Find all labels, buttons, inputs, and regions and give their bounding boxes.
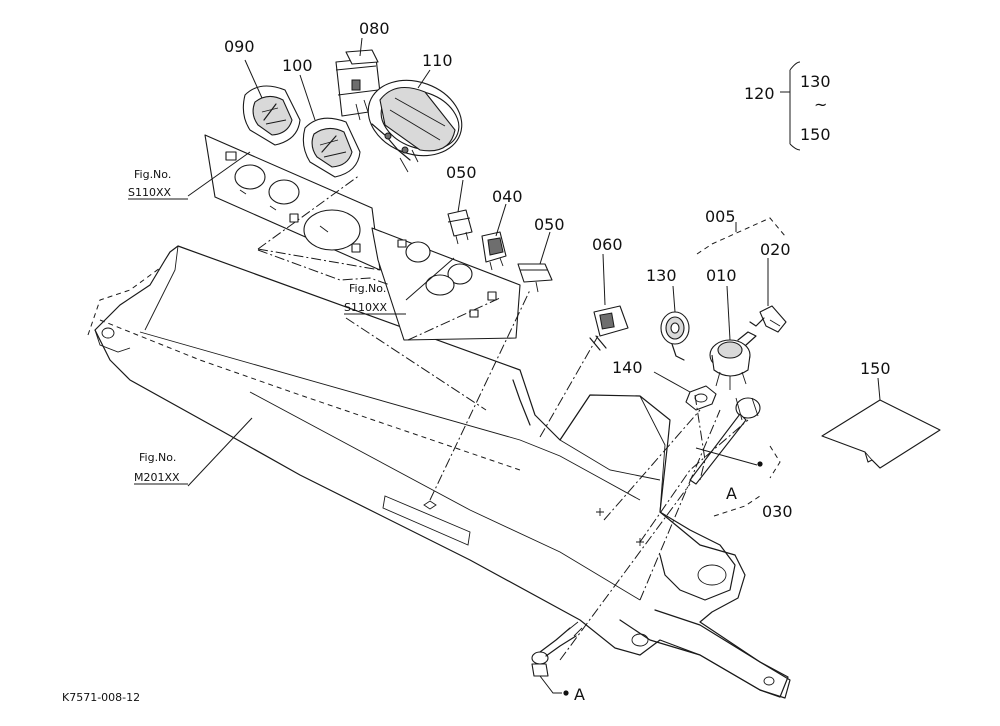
- label-100: 100: [282, 56, 313, 75]
- gauge-100: [302, 117, 361, 178]
- label-005: 005: [705, 207, 736, 226]
- label-130-range: 130: [800, 72, 831, 91]
- fig-ref-3-code: M201XX: [134, 471, 180, 484]
- label-sheet-150: [821, 399, 941, 469]
- lamp-050-right: [517, 263, 553, 293]
- dashboard-panel: [94, 245, 791, 699]
- a-marker-upper: A: [726, 484, 737, 503]
- gauge-090: [242, 85, 301, 146]
- nut-140: [685, 385, 717, 411]
- a-marker-dot-upper: [757, 461, 763, 467]
- key-switch-010: [709, 331, 757, 390]
- a-marker-lower: A: [574, 685, 585, 704]
- label-060: 060: [592, 235, 623, 254]
- fig-ref-2-title: Fig.No.: [349, 282, 386, 295]
- label-090: 090: [224, 37, 255, 56]
- label-050-left: 050: [446, 163, 477, 182]
- switch-panel-sheet: [371, 227, 521, 341]
- label-040: 040: [492, 187, 523, 206]
- range-tilde: ~: [814, 95, 827, 114]
- label-120: 120: [744, 84, 775, 103]
- label-020: 020: [760, 240, 791, 259]
- socket-060: [589, 305, 629, 351]
- meter-panel-sheet: [204, 134, 381, 271]
- fig-ref-3-title: Fig.No.: [139, 451, 176, 464]
- leader-lines: [187, 37, 881, 694]
- drawing-code: K7571-008-12: [62, 691, 140, 704]
- lamp-050-left: [447, 209, 473, 245]
- lamp-040: [481, 231, 507, 271]
- cover-130: [660, 311, 690, 361]
- fig-ref-1-code: S110XX: [128, 186, 172, 199]
- label-080: 080: [359, 19, 390, 38]
- label-150-range: 150: [800, 125, 831, 144]
- label-150-part: 150: [860, 359, 891, 378]
- label-140: 140: [612, 358, 643, 377]
- label-010: 010: [706, 266, 737, 285]
- label-030: 030: [762, 502, 793, 521]
- fig-ref-1-title: Fig.No.: [134, 168, 171, 181]
- meter-110: [367, 79, 463, 173]
- a-marker-dot-lower: [563, 690, 569, 696]
- fig-ref-2-code: S110XX: [344, 301, 388, 314]
- label-050-right: 050: [534, 215, 565, 234]
- cable-030: [531, 397, 761, 677]
- key-020: [749, 305, 787, 333]
- label-130-part: 130: [646, 266, 677, 285]
- label-110: 110: [422, 51, 453, 70]
